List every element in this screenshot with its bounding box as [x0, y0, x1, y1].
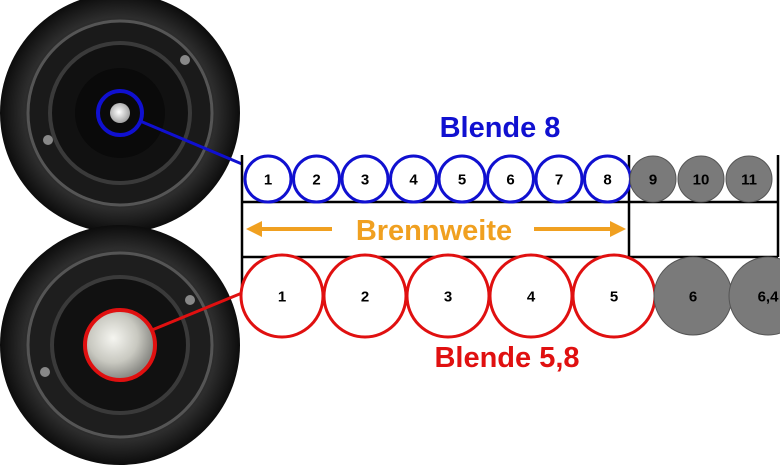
top-row-title: Blende 8: [440, 112, 561, 144]
top-overflow-circle-10-label: 10: [693, 171, 710, 188]
top-aperture-circle-2-label: 2: [312, 171, 320, 188]
bottom-aperture-circle-2: 2: [322, 253, 408, 339]
top-overflow-circle-9-label: 9: [649, 171, 657, 188]
bottom-overflow-circle-6-label: 6: [689, 288, 697, 305]
bottom-aperture-circle-1: 1: [239, 253, 325, 339]
top-aperture-circle-3-shape: [340, 154, 390, 204]
bottom-aperture-circle-4: 4: [488, 253, 574, 339]
focal-length-arrow: [246, 221, 626, 237]
top-overflow-circle-11: 11: [725, 155, 773, 203]
top-aperture-circle-1-label: 1: [264, 171, 272, 188]
large-aperture-glass: [86, 311, 154, 379]
top-row-circles: 1 2 3 4 5 6 7 8: [243, 154, 632, 204]
top-overflow-circle-10: 10: [677, 155, 725, 203]
lens-top: [0, 0, 240, 233]
top-aperture-circle-6-label: 6: [506, 171, 514, 188]
top-aperture-circle-2: 2: [292, 154, 341, 204]
focal-length-label: Brennweite: [356, 215, 512, 247]
top-aperture-circle-8-label: 8: [603, 171, 611, 188]
blue-connector-line: [139, 119, 243, 166]
top-aperture-circle-5-label: 5: [458, 171, 466, 188]
top-overflow-circle-9-shape: [629, 155, 677, 203]
top-aperture-circle-6: 6: [486, 154, 535, 204]
bottom-aperture-circle-2-label: 2: [361, 288, 369, 305]
lens-bottom: [0, 225, 240, 465]
top-overflow-circle-11-shape: [725, 155, 773, 203]
bottom-overflow-circle-6-4-shape: [728, 256, 780, 336]
bottom-aperture-circle-5: 5: [571, 253, 657, 339]
top-aperture-circle-1-shape: [243, 154, 293, 204]
bottom-aperture-circle-3: 3: [405, 253, 491, 339]
top-aperture-circle-4-label: 4: [409, 171, 418, 188]
top-aperture-circle-7: 7: [534, 154, 584, 204]
bottom-aperture-circle-1-label: 1: [278, 288, 286, 305]
top-aperture-circle-5-shape: [437, 154, 487, 204]
top-aperture-circle-1: 1: [243, 154, 293, 204]
bottom-aperture-circle-3-label: 3: [444, 288, 452, 305]
blue-aperture-ring: [96, 89, 144, 137]
bottom-row-circles: 1 2 3 4 5: [239, 253, 657, 339]
top-overflow-circle-10-shape: [677, 155, 725, 203]
top-aperture-circle-6-shape: [486, 154, 535, 204]
top-aperture-circle-4: 4: [389, 154, 438, 204]
top-overflow-circle-11-label: 11: [741, 171, 757, 188]
bottom-aperture-circle-4-label: 4: [527, 288, 536, 305]
top-overflow-circle-9: 9: [629, 155, 677, 203]
bottom-overflow-circle-6-4: 6,4: [728, 256, 780, 336]
small-aperture-glass: [110, 103, 130, 123]
bottom-aperture-circle-5-label: 5: [610, 288, 618, 305]
top-aperture-circle-7-label: 7: [555, 171, 563, 188]
bottom-row-title: Blende 5,8: [434, 342, 579, 374]
top-aperture-circle-5: 5: [437, 154, 487, 204]
bottom-overflow-circle-6: 6: [653, 256, 733, 336]
red-aperture-ring: [83, 308, 157, 382]
top-aperture-circle-3: 3: [340, 154, 390, 204]
top-aperture-circle-4-shape: [389, 154, 438, 204]
top-row-overflow: 9 10 11: [629, 155, 773, 203]
red-connector-line: [151, 291, 243, 332]
top-aperture-circle-2-shape: [292, 154, 341, 204]
bottom-overflow-circle-6-4-label: 6,4: [758, 288, 780, 305]
top-aperture-circle-3-label: 3: [361, 171, 369, 188]
top-aperture-circle-8: 8: [583, 154, 632, 204]
top-aperture-circle-7-shape: [534, 154, 584, 204]
